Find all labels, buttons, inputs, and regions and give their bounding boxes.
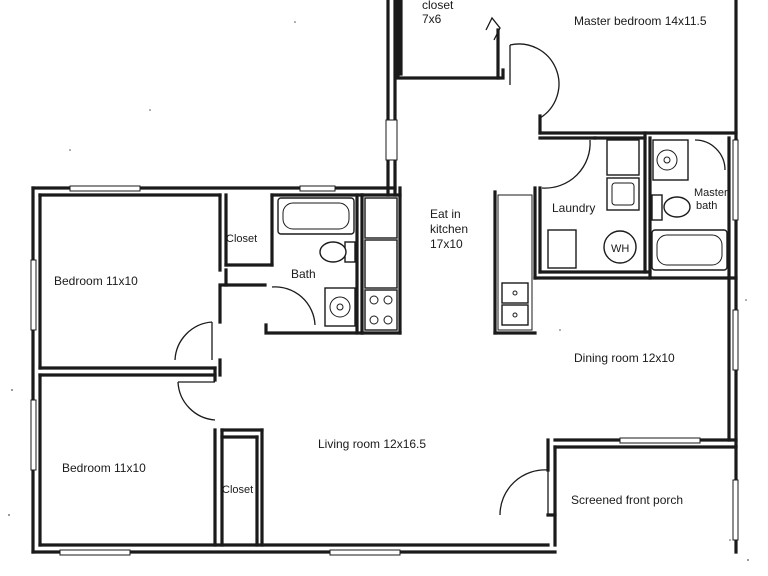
windows bbox=[30, 119, 739, 556]
living-room-label: Living room 12x16.5 bbox=[318, 437, 426, 451]
closet-upper-label: Closet bbox=[226, 233, 257, 245]
water-heater-label: WH bbox=[611, 243, 629, 255]
scan-specks bbox=[8, 21, 749, 561]
screened-porch-label: Screened front porch bbox=[571, 493, 683, 507]
bath-label: Bath bbox=[291, 267, 316, 281]
kitchen-label-2: kitchen bbox=[430, 222, 468, 236]
master-bath-label-1: Master bbox=[694, 187, 728, 199]
kitchen-label-3: 17x10 bbox=[430, 237, 463, 251]
bedroom-upper-label: Bedroom 11x10 bbox=[54, 274, 138, 288]
dining-room-label: Dining room 12x10 bbox=[574, 351, 675, 365]
closet-top-label: closet bbox=[422, 0, 454, 12]
master-bedroom-label: Master bedroom 14x11.5 bbox=[574, 14, 707, 28]
master-bath-label-2: bath bbox=[696, 200, 717, 212]
bedroom-lower-label: Bedroom 11x10 bbox=[62, 461, 146, 475]
fixtures bbox=[277, 139, 728, 331]
closet-lower-label: Closet bbox=[222, 484, 253, 496]
kitchen-label-1: Eat in bbox=[430, 207, 461, 221]
laundry-label: Laundry bbox=[552, 201, 595, 215]
doors bbox=[174, 16, 726, 516]
closet-top-size: 7x6 bbox=[422, 12, 442, 26]
walls bbox=[31, 0, 738, 554]
